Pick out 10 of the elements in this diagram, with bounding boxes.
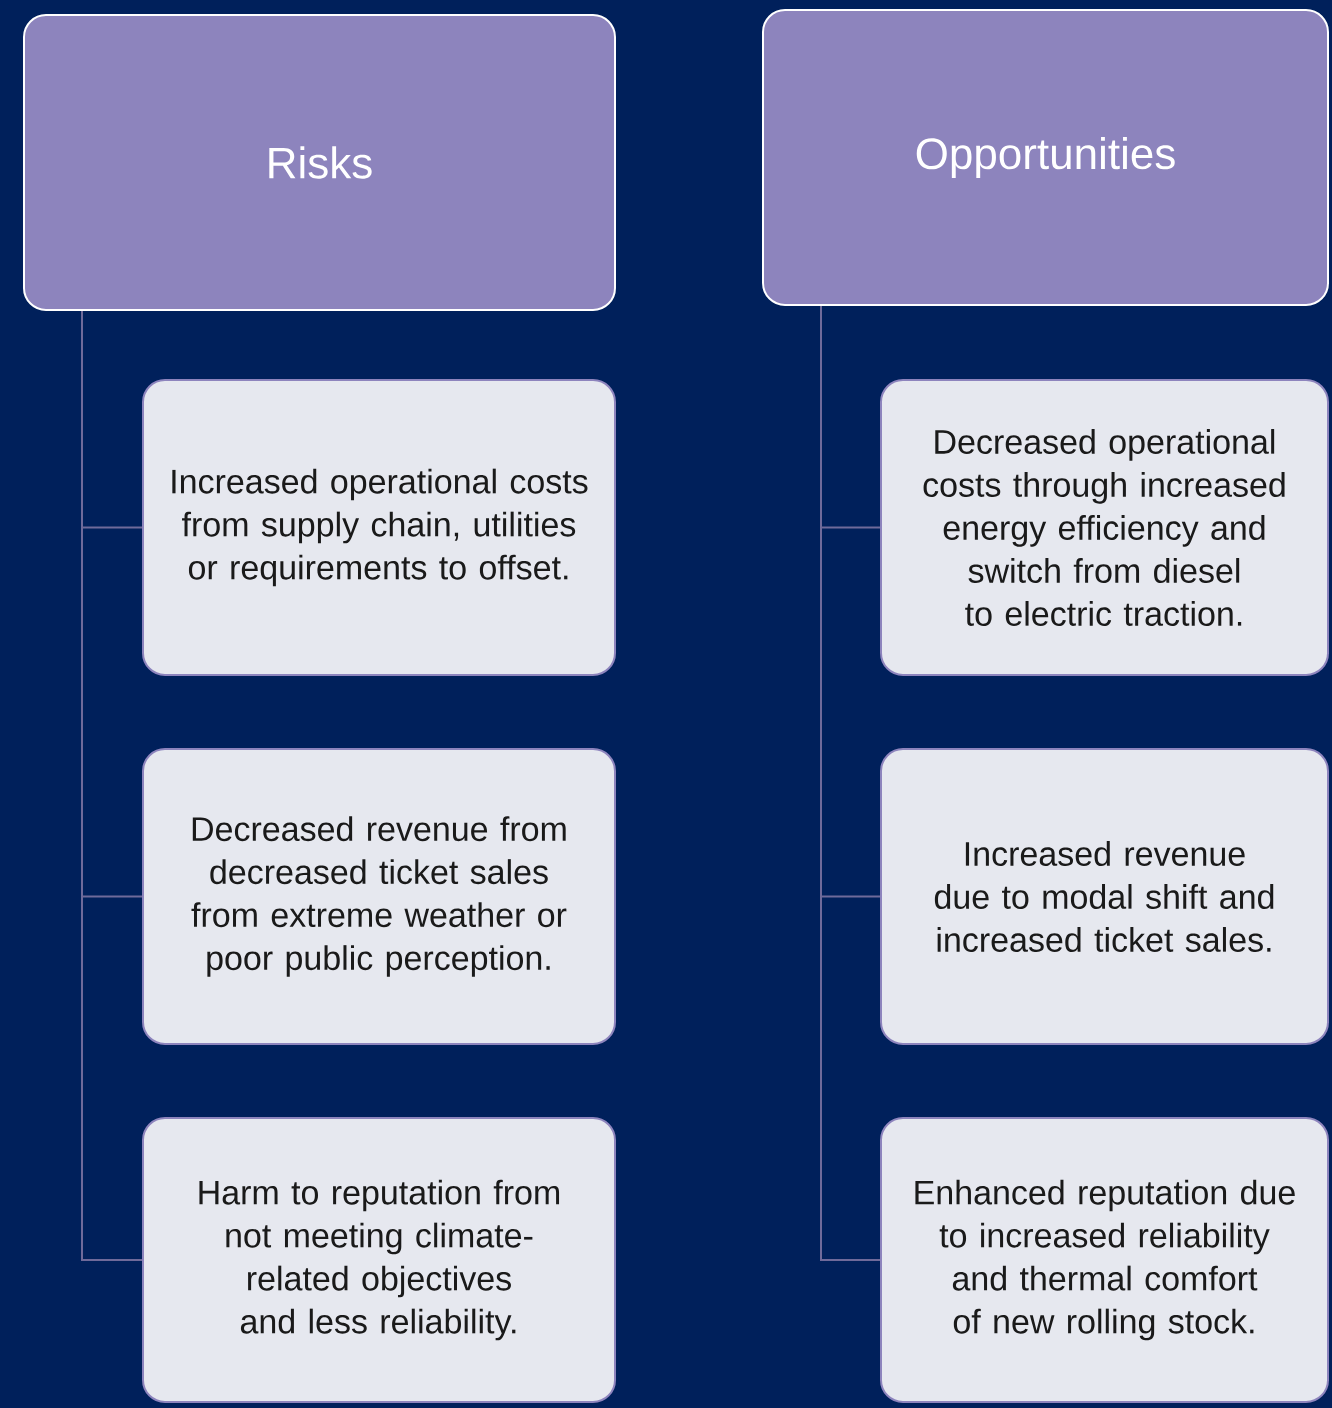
category-box: Opportunities bbox=[762, 9, 1329, 306]
item-box: Increased operational costs from supply chain, utilities or requirements to offset. bbox=[142, 379, 616, 676]
category-box: Risks bbox=[23, 14, 616, 311]
connector-line bbox=[820, 305, 881, 1261]
item-box: Decreased revenue from decreased ticket sales from extreme weather or poor public perception. bbox=[142, 748, 616, 1045]
item-box: Enhanced reputation due to increased reliability and thermal comfort of new rolling stock. bbox=[880, 1117, 1329, 1403]
item-box: Increased revenue due to modal shift and increased ticket sales. bbox=[880, 748, 1329, 1045]
connector-line bbox=[81, 310, 143, 1261]
item-box: Decreased operational costs through increased energy efficiency and switch from diesel to electric traction. bbox=[880, 379, 1329, 676]
item-box: Harm to reputation from not meeting climate-related objectives and less reliability. bbox=[142, 1117, 616, 1403]
